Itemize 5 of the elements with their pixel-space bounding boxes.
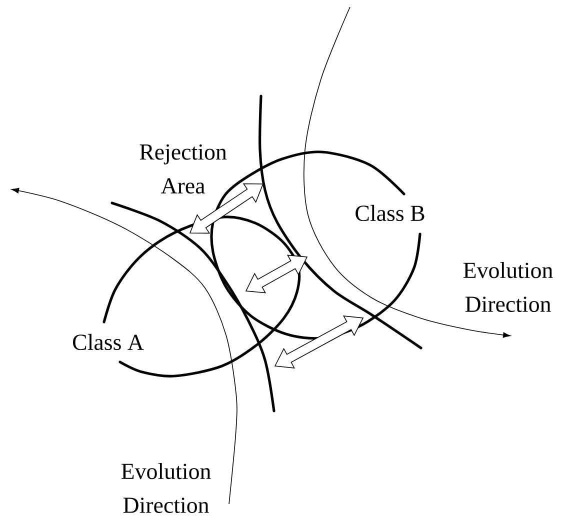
direction-label: Evolution Direction [463, 262, 553, 312]
direction-label: Evolution Direction [121, 462, 211, 513]
class-label: Class A [72, 334, 144, 350]
area-label: Rejection Area [140, 144, 227, 194]
class-label: Class B [356, 204, 424, 222]
